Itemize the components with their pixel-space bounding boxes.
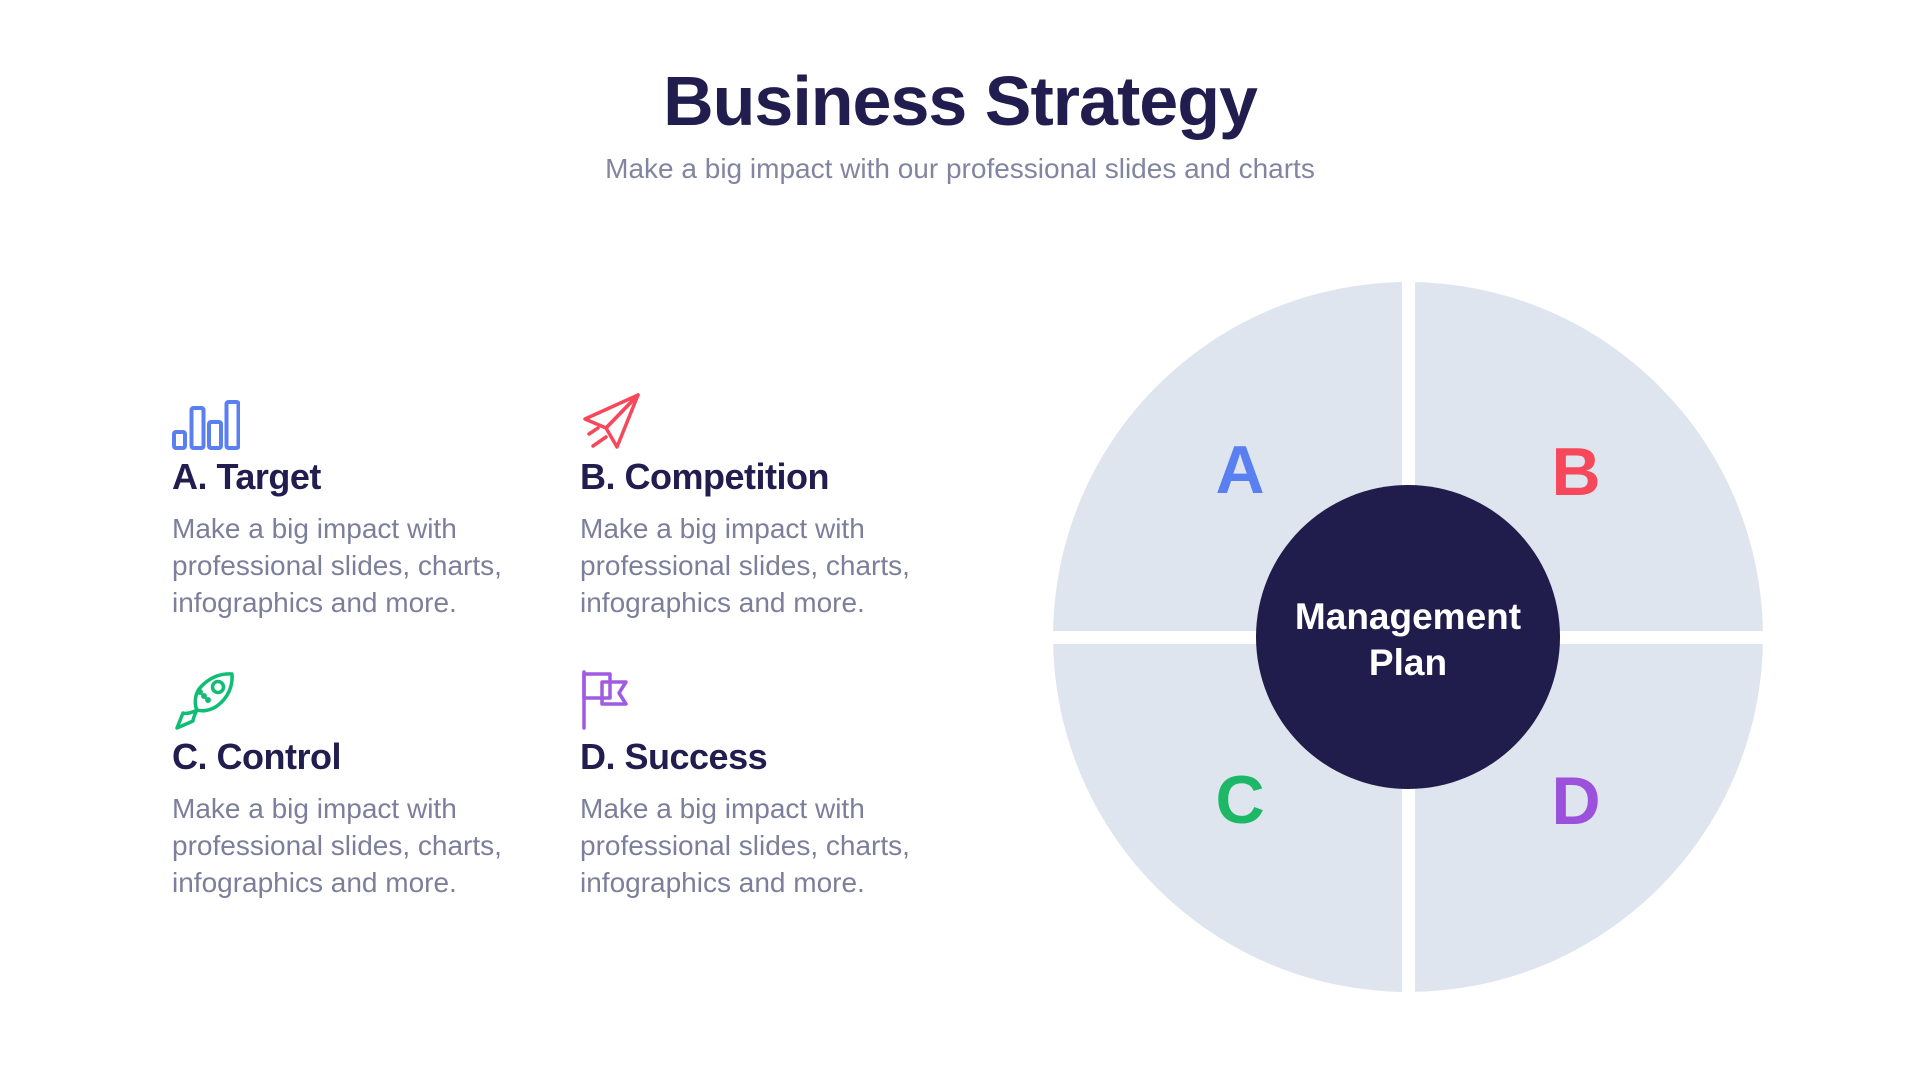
page-subtitle: Make a big impact with our professional … <box>605 153 1315 184</box>
feature-body-line: Make a big impact with <box>172 793 457 824</box>
feature-body-line: professional slides, charts, <box>580 830 910 861</box>
feature-body-line: professional slides, charts, <box>172 550 502 581</box>
feature-heading: A. Target <box>172 456 321 497</box>
feature-body-line: infographics and more. <box>580 587 865 618</box>
feature-body-line: infographics and more. <box>172 867 457 898</box>
feature-card-target: A. Target Make a big impact with profess… <box>172 392 532 621</box>
center-circle: Management Plan <box>1256 485 1560 789</box>
center-label-line: Management <box>1294 596 1522 637</box>
feature-card-control: C. Control Make a big impact with profes… <box>172 672 532 901</box>
quadrant-label-b: B <box>1551 434 1601 510</box>
feature-body-line: infographics and more. <box>172 587 457 618</box>
page-title: Business Strategy <box>663 62 1258 140</box>
feature-heading: B. Competition <box>580 456 829 497</box>
feature-body-line: infographics and more. <box>580 867 865 898</box>
feature-body-line: Make a big impact with <box>580 793 865 824</box>
header: Business Strategy Make a big impact with… <box>0 0 1920 186</box>
quadrant-label-c: C <box>1215 762 1265 838</box>
feature-body: Make a big impact with professional slid… <box>172 790 532 901</box>
quadrant-label-a: A <box>1215 432 1265 508</box>
feature-body-line: Make a big impact with <box>580 513 865 544</box>
feature-body: Make a big impact with professional slid… <box>172 510 532 621</box>
feature-heading: D. Success <box>580 736 768 777</box>
flag-icon <box>580 670 940 730</box>
rocket-icon <box>172 672 532 730</box>
feature-body-line: professional slides, charts, <box>580 550 910 581</box>
feature-body-line: Make a big impact with <box>172 513 457 544</box>
feature-body: Make a big impact with professional slid… <box>580 790 940 901</box>
feature-card-success: D. Success Make a big impact with profes… <box>580 670 940 901</box>
center-label-line: Plan <box>1368 642 1448 683</box>
feature-heading: C. Control <box>172 736 341 777</box>
feature-body: Make a big impact with professional slid… <box>580 510 940 621</box>
bar-chart-icon <box>172 392 532 450</box>
feature-body-line: professional slides, charts, <box>172 830 502 861</box>
quadrant-diagram: A B C D Management Plan <box>1053 282 1763 992</box>
paper-plane-icon <box>580 392 940 450</box>
quadrant-label-d: D <box>1551 763 1601 839</box>
feature-card-competition: B. Competition Make a big impact with pr… <box>580 392 940 621</box>
